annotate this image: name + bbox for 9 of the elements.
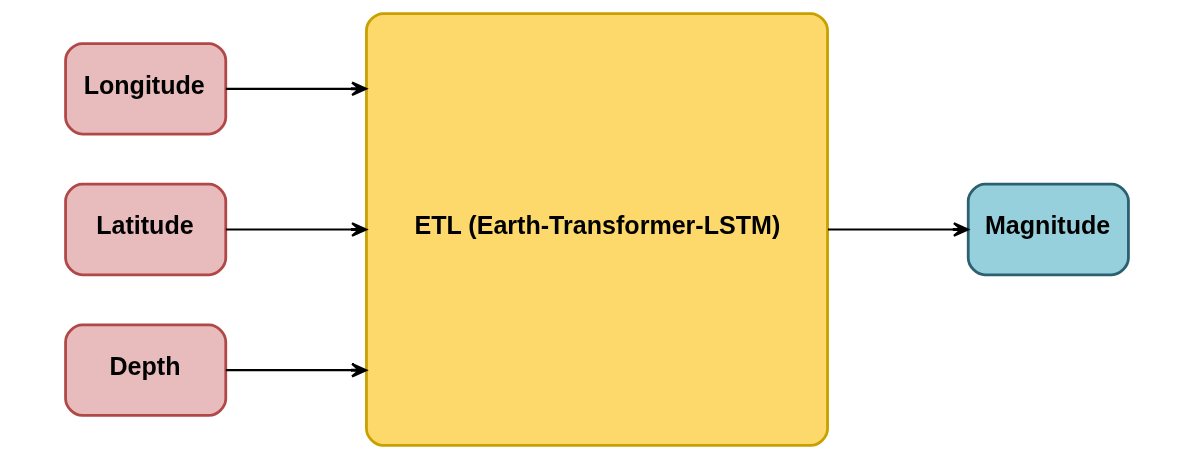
arrow: [827, 222, 969, 237]
arrow: [225, 222, 367, 237]
node-box: ETL (Earth-Transformer-LSTM): [364, 12, 829, 447]
node-box: Depth: [63, 323, 227, 417]
node-box: Magnitude: [966, 182, 1130, 277]
node-box: Longitude: [63, 42, 227, 136]
arrow: [225, 81, 367, 97]
arrow: [225, 362, 367, 378]
node-box: Latitude: [63, 182, 227, 277]
